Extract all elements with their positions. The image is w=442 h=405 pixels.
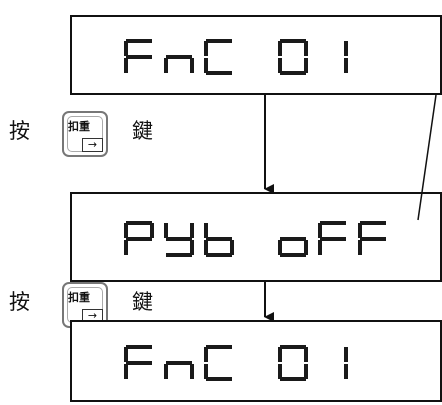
- seven-segment-digit: [164, 223, 194, 257]
- segment-g: [126, 361, 152, 365]
- segment-e: [124, 58, 128, 73]
- segment-a: [126, 39, 152, 43]
- segment-a: [280, 39, 306, 43]
- seven-segment-digit: [164, 361, 194, 379]
- segment-a: [360, 221, 386, 225]
- segment-f: [278, 41, 282, 56]
- seven-segment-readout: [124, 39, 348, 75]
- seven-segment-digit: [204, 345, 232, 381]
- key-label: 扣重: [68, 291, 90, 304]
- segment-g: [166, 55, 192, 59]
- key-suffix-label: 鍵: [132, 290, 153, 314]
- segment-d: [206, 71, 232, 75]
- segment-f: [278, 347, 282, 362]
- segment-f: [124, 41, 128, 56]
- seven-segment-digit: [204, 223, 234, 257]
- segment-g: [126, 237, 152, 241]
- segment-e: [278, 58, 282, 73]
- seven-segment-digit: [164, 55, 194, 73]
- segment-d: [280, 253, 306, 257]
- segment-e: [204, 58, 208, 73]
- segment-g: [320, 237, 346, 241]
- segment-c: [190, 240, 194, 255]
- segment-e: [164, 58, 168, 73]
- segment-f: [124, 347, 128, 362]
- segment-b: [190, 223, 194, 238]
- segment-b: [344, 41, 348, 56]
- arrow-right-icon: →: [82, 138, 103, 152]
- segment-c: [344, 58, 348, 73]
- segment-g: [166, 361, 192, 365]
- segment-e: [278, 364, 282, 379]
- segment-a: [126, 345, 152, 349]
- segment-c: [304, 240, 308, 255]
- segment-g: [126, 55, 152, 59]
- seven-segment-digit: [278, 39, 308, 75]
- segment-e: [358, 240, 362, 255]
- seven-segment-digit: [124, 221, 154, 255]
- segment-d: [206, 377, 232, 381]
- segment-f: [124, 223, 128, 238]
- segment-e: [124, 364, 128, 379]
- segment-g: [280, 237, 306, 241]
- segment-g: [206, 237, 232, 241]
- segment-c: [230, 240, 234, 255]
- display-fnc01-initial: [70, 15, 442, 95]
- seven-segment-digit: [124, 345, 152, 379]
- seven-segment-digit: [278, 237, 308, 257]
- seven-segment-readout: [124, 345, 348, 381]
- display-fnc01-final: [70, 320, 442, 402]
- press-label: 按: [9, 119, 30, 143]
- segment-a: [206, 39, 232, 43]
- key-suffix-label: 鍵: [132, 119, 153, 143]
- key-label: 扣重: [68, 120, 90, 133]
- segment-d: [280, 71, 306, 75]
- segment-e: [204, 364, 208, 379]
- seven-segment-digit: [204, 39, 232, 75]
- segment-f: [164, 223, 168, 238]
- segment-b: [304, 41, 308, 56]
- segment-f: [204, 347, 208, 362]
- segment-c: [304, 364, 308, 379]
- seven-segment-readout: [124, 221, 386, 257]
- segment-f: [204, 41, 208, 56]
- segment-a: [126, 221, 152, 225]
- segment-f: [318, 223, 322, 238]
- segment-d: [280, 377, 306, 381]
- seven-segment-digit: [278, 345, 308, 381]
- segment-a: [320, 221, 346, 225]
- tare-key[interactable]: 扣重 →: [62, 111, 108, 157]
- segment-f: [204, 223, 208, 238]
- segment-c: [190, 58, 194, 73]
- segment-d: [206, 253, 232, 257]
- seven-segment-digit: [318, 221, 346, 255]
- segment-d: [166, 253, 192, 257]
- display-pyb-off: [70, 192, 442, 282]
- segment-b: [150, 223, 154, 238]
- segment-e: [164, 364, 168, 379]
- seven-segment-digit: [344, 41, 348, 73]
- seven-segment-digit: [344, 347, 348, 379]
- seven-segment-digit: [124, 39, 152, 73]
- segment-f: [358, 223, 362, 238]
- seven-segment-digit: [358, 221, 386, 255]
- segment-e: [278, 240, 282, 255]
- segment-e: [204, 240, 208, 255]
- segment-e: [318, 240, 322, 255]
- segment-g: [166, 237, 192, 241]
- segment-c: [304, 58, 308, 73]
- press-label: 按: [9, 290, 30, 314]
- segment-b: [304, 347, 308, 362]
- segment-a: [206, 345, 232, 349]
- segment-g: [360, 237, 386, 241]
- segment-c: [190, 364, 194, 379]
- segment-a: [280, 345, 306, 349]
- segment-c: [344, 364, 348, 379]
- segment-e: [124, 240, 128, 255]
- segment-b: [344, 347, 348, 362]
